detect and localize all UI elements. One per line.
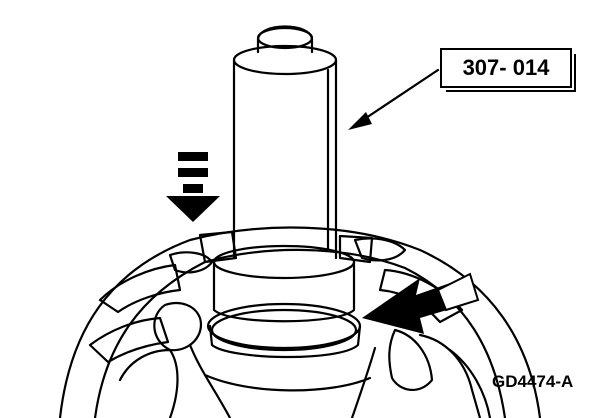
down-arrow-icon [166, 152, 220, 222]
leader-arrow-icon [348, 112, 372, 130]
figure-code: GD4474-A [492, 372, 574, 391]
tool-collar [212, 260, 356, 323]
housing-pocket-right [388, 328, 434, 391]
bore-floor [203, 373, 372, 392]
pump-housing-outline [58, 226, 542, 418]
seal-ring-lip [208, 324, 362, 359]
tool-shaft-top [232, 44, 338, 76]
pump-housing-inner-rim [93, 248, 507, 418]
housing-cavity-left [118, 348, 179, 418]
diagonal-arrow-icon [362, 272, 480, 334]
leader-arrow-line [358, 68, 440, 124]
housing-groove-right [448, 348, 492, 418]
tool-cap-top [256, 26, 314, 50]
tool-callout-box: 307- 014 [440, 48, 576, 92]
housing-rib-right-2 [378, 268, 464, 324]
bore-lower-left [188, 343, 232, 418]
housing-boss-left [153, 301, 203, 352]
tool-callout-label: 307- 014 [462, 55, 550, 80]
housing-rib-left-1 [98, 263, 182, 314]
housing-rib-left-2 [88, 316, 170, 364]
housing-slot-right [338, 234, 374, 264]
housing-slot-left [198, 230, 238, 264]
tool-collar-top [212, 244, 356, 280]
seal-ring-inner [210, 308, 358, 352]
bore-lower-right [350, 346, 377, 418]
housing-cavity-right [418, 333, 482, 418]
tool-shaft [232, 58, 338, 260]
